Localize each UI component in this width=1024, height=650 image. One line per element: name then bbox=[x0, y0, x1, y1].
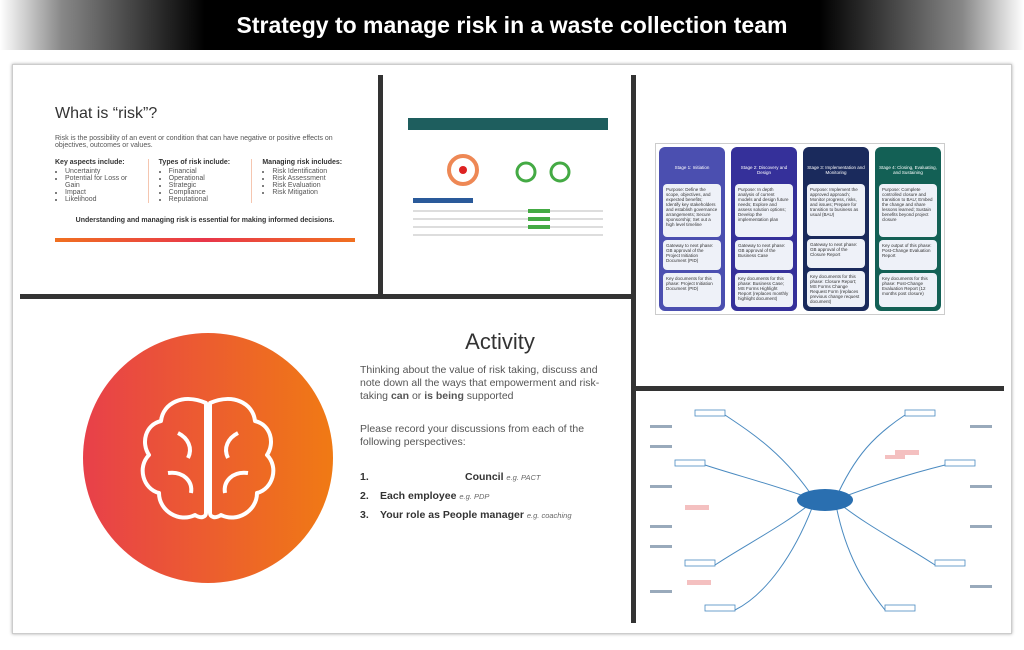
activity-slide: Activity Thinking about the value of ris… bbox=[360, 329, 620, 528]
column-heading: Types of risk include: bbox=[158, 159, 231, 166]
list-item: Risk Assessment bbox=[272, 175, 349, 182]
activity-title: Activity bbox=[465, 329, 535, 354]
page-title: Strategy to manage risk in a waste colle… bbox=[0, 0, 1024, 50]
stage-title: Stage 2: Discovery and Design bbox=[740, 165, 788, 175]
dashboard-charts bbox=[413, 154, 603, 236]
list-item: Uncertainty bbox=[65, 168, 142, 175]
list-item: Impact bbox=[65, 189, 142, 196]
list-item: Potential for Loss or Gain bbox=[65, 175, 142, 189]
risk-slide: What is “risk”? Risk is the possibility … bbox=[55, 105, 355, 242]
stage-documents: Key documents for this phase: Post-Chang… bbox=[879, 272, 937, 307]
stage-documents: Key documents for this phase: Closure Re… bbox=[807, 271, 865, 307]
list-item: Operational bbox=[169, 175, 246, 182]
ring-center bbox=[459, 166, 467, 174]
list-item: Risk Evaluation bbox=[272, 182, 349, 189]
accent-line bbox=[55, 238, 355, 242]
brain-circle bbox=[83, 333, 333, 583]
divider bbox=[20, 294, 632, 299]
column-heading: Key aspects include: bbox=[55, 159, 125, 166]
list-item: Compliance bbox=[169, 189, 246, 196]
stage-title: Stage 1: Initiation bbox=[674, 165, 710, 170]
stage-purpose: Purpose: Implement the approved approach… bbox=[807, 184, 865, 236]
column-heading: Managing risk includes: bbox=[262, 159, 343, 166]
list-item: Likelihood bbox=[65, 196, 142, 203]
divider bbox=[636, 386, 1004, 391]
perspective-item: 3.Your role as People manager e.g. coach… bbox=[360, 509, 572, 521]
perspective-item: 1.Council e.g. PACT bbox=[360, 471, 541, 483]
list-item: Financial bbox=[169, 168, 246, 175]
stage-gateway: Gateway to next phase: GB approval of th… bbox=[735, 240, 793, 270]
risk-column: Types of risk include: FinancialOperation… bbox=[159, 159, 253, 203]
dashboard-screenshot bbox=[408, 118, 608, 258]
list-item: Risk Mitigation bbox=[272, 189, 349, 196]
activity-instructions: Please record your discussions from each… bbox=[360, 423, 585, 448]
stage-documents: Key documents for this phase: Business C… bbox=[735, 272, 793, 307]
list-item: Reputational bbox=[169, 196, 246, 203]
ring-chart bbox=[515, 161, 537, 183]
divider bbox=[631, 75, 636, 623]
mind-map bbox=[650, 409, 992, 612]
slide-title: What is “risk”? bbox=[55, 105, 158, 122]
slide-footer: Understanding and managing risk is essen… bbox=[75, 217, 335, 224]
risk-ring-chart bbox=[447, 154, 479, 186]
stage-gateway: Key output of this phase: Post-Change Ev… bbox=[879, 240, 937, 270]
brain-icon bbox=[140, 397, 276, 520]
ring-chart bbox=[549, 161, 571, 183]
stage-gateway: Gateway to next phase: GB approval of th… bbox=[807, 239, 865, 268]
stage-gateway: Gateway to next phase: GB approval of th… bbox=[663, 240, 721, 270]
stage-title: Stage 4: Closing, Evaluating, and Sustai… bbox=[879, 165, 937, 175]
perspective-item: 2.Each employee e.g. PDP bbox=[360, 490, 490, 502]
risk-column: Key aspects include: UncertaintyPotential… bbox=[55, 159, 149, 203]
list-item: Risk Identification bbox=[272, 168, 349, 175]
central-node bbox=[797, 489, 853, 511]
tab-bar bbox=[413, 198, 473, 203]
list-item: Strategic bbox=[169, 182, 246, 189]
activity-intro: Thinking about the value of risk taking,… bbox=[360, 364, 600, 402]
divider bbox=[378, 75, 383, 297]
risk-column: Managing risk includes: Risk Identificati… bbox=[262, 159, 355, 203]
risk-definition: Risk is the possibility of an event or c… bbox=[55, 135, 333, 149]
stage-purpose: Purpose: Define the scope, objectives, a… bbox=[663, 184, 721, 238]
stage-documents: Key documents for this phase: Project In… bbox=[663, 272, 721, 307]
dashboard-header bbox=[408, 118, 608, 130]
stage-card: Stage 4: Closing, Evaluating, and Sustai… bbox=[875, 147, 941, 311]
stage-purpose: Purpose: Complete controlled closure and… bbox=[879, 184, 937, 238]
stage-purpose: Purpose: In depth analysis of current mo… bbox=[735, 184, 793, 238]
stage-title: Stage 3: Implementation and Monitoring bbox=[807, 165, 865, 175]
